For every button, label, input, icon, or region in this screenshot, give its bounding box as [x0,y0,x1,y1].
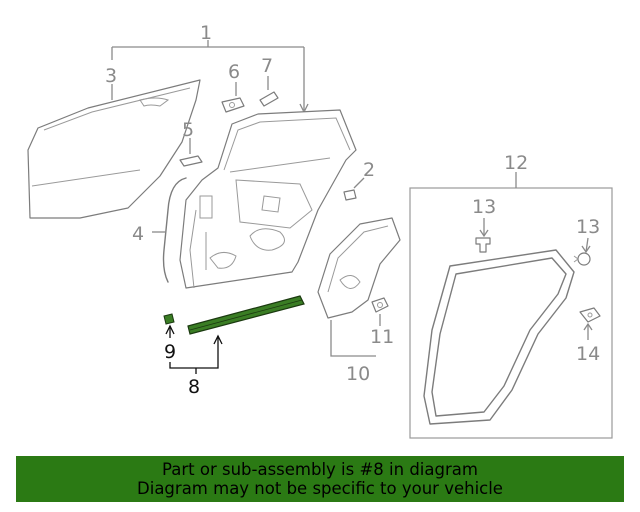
callout-9[interactable]: 9 [164,341,176,363]
callout-13-right[interactable]: 13 [576,216,600,238]
service-hole-cover[interactable] [317,217,401,319]
belt-moulding[interactable] [187,295,305,335]
moulding-clip[interactable] [163,313,175,325]
striker-clip[interactable] [179,155,203,167]
clip-14[interactable] [579,307,601,323]
clip-13-right[interactable] [573,252,591,266]
callout-7[interactable]: 7 [261,55,273,77]
door-opening-weatherstrip[interactable] [423,249,575,425]
banner-line-1: Part or sub-assembly is #8 in diagram [162,460,478,479]
callout-11[interactable]: 11 [370,326,394,348]
handle-cover-clip[interactable] [259,91,279,107]
callout-6[interactable]: 6 [228,61,240,83]
weatherstrip-assembly-box [409,187,613,439]
clip-11[interactable] [371,297,389,313]
callout-10[interactable]: 10 [346,363,370,385]
callout-5[interactable]: 5 [182,119,194,141]
door-inner-frame[interactable] [179,109,357,289]
outer-door-panel[interactable] [27,79,201,219]
callout-4[interactable]: 4 [132,223,144,245]
callout-14[interactable]: 14 [576,343,600,365]
callout-13-left[interactable]: 13 [472,196,496,218]
callout-2[interactable]: 2 [363,159,375,181]
callout-12[interactable]: 12 [504,152,528,174]
part-info-banner: Part or sub-assembly is #8 in diagram Di… [16,456,624,502]
callout-1[interactable]: 1 [200,22,212,44]
door-weatherstrip[interactable] [162,177,187,283]
callout-3[interactable]: 3 [105,65,117,87]
clip-2[interactable] [343,189,357,201]
door-handle-clip[interactable] [221,97,245,113]
clip-13-left[interactable] [475,237,491,253]
banner-line-2: Diagram may not be specific to your vehi… [137,479,503,498]
callout-8[interactable]: 8 [188,376,200,398]
